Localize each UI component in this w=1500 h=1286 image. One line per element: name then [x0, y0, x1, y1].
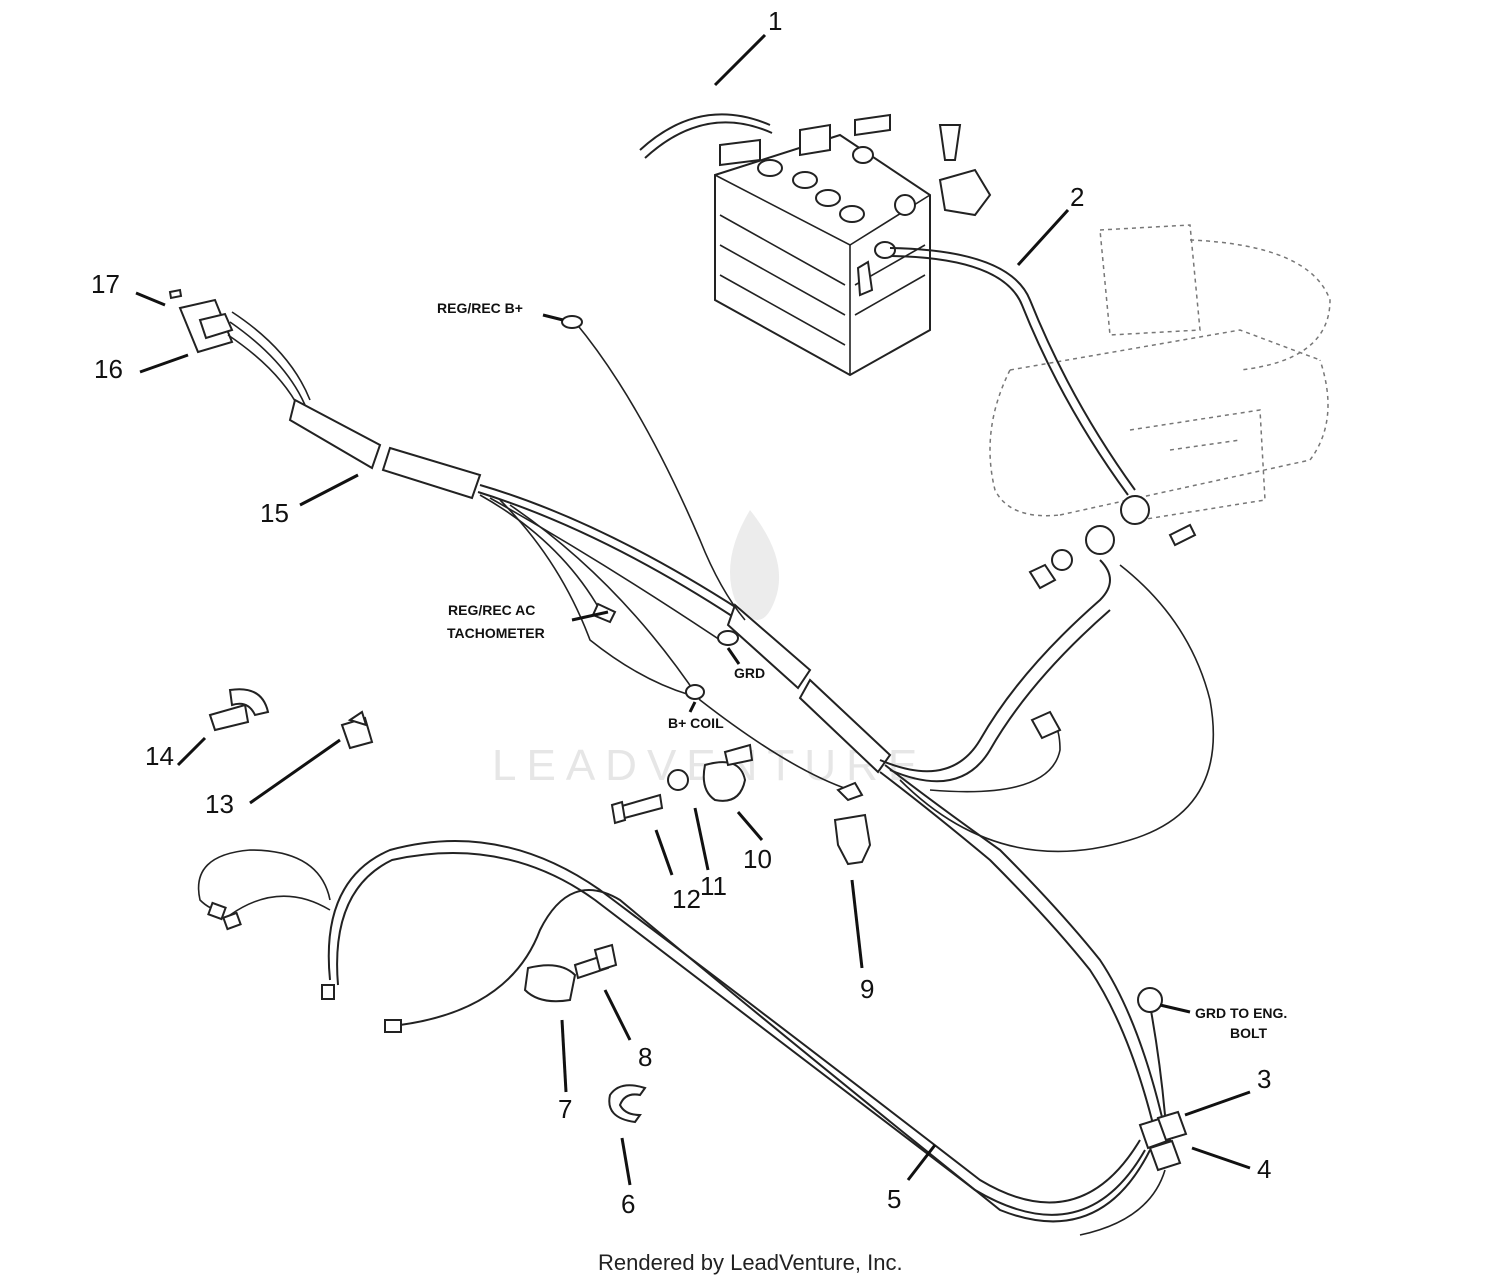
callout-10: 10: [743, 844, 772, 874]
callout-12: 12: [672, 884, 701, 914]
harness-5: [197, 840, 1188, 1236]
leader-lines: [135, 33, 1251, 1186]
label-b-coil: B+ COIL: [668, 715, 724, 731]
label-regrec-ac: REG/REC AC: [448, 602, 535, 618]
callout-14: 14: [145, 741, 174, 771]
callout-17: 17: [91, 269, 120, 299]
callout-3: 3: [1257, 1064, 1271, 1094]
label-regrec-b: REG/REC B+: [437, 300, 523, 316]
callout-11: 11: [700, 871, 727, 901]
callout-6: 6: [621, 1189, 635, 1219]
wire-labels: REG/REC B+ REG/REC AC TACHOMETER GRD B+ …: [437, 300, 1287, 1041]
label-tachometer: TACHOMETER: [447, 625, 545, 641]
label-grd-to-eng: GRD TO ENG.: [1195, 1005, 1287, 1021]
callout-15: 15: [260, 498, 289, 528]
credit-text: Rendered by LeadVenture, Inc.: [598, 1250, 903, 1275]
callout-13: 13: [205, 789, 234, 819]
callout-7: 7: [558, 1094, 572, 1124]
callout-8: 8: [638, 1042, 652, 1072]
engine-outline: [989, 224, 1331, 521]
callout-16: 16: [94, 354, 123, 384]
main-harness: [178, 298, 1214, 1133]
callout-9: 9: [860, 974, 874, 1004]
callout-4: 4: [1257, 1154, 1271, 1184]
battery-cable-2: [889, 247, 1197, 590]
battery: [714, 113, 992, 377]
callout-5: 5: [887, 1184, 901, 1214]
callout-2: 2: [1070, 182, 1084, 212]
small-parts: [168, 288, 872, 1124]
label-bolt: BOLT: [1230, 1025, 1268, 1041]
callout-1: 1: [768, 6, 782, 36]
callout-numbers: 1 2 3 4 5 6 7 8 9 10 11 12 13 14 15 16 1…: [91, 6, 1271, 1219]
battery-cable-1: [639, 113, 773, 159]
label-grd: GRD: [734, 665, 765, 681]
